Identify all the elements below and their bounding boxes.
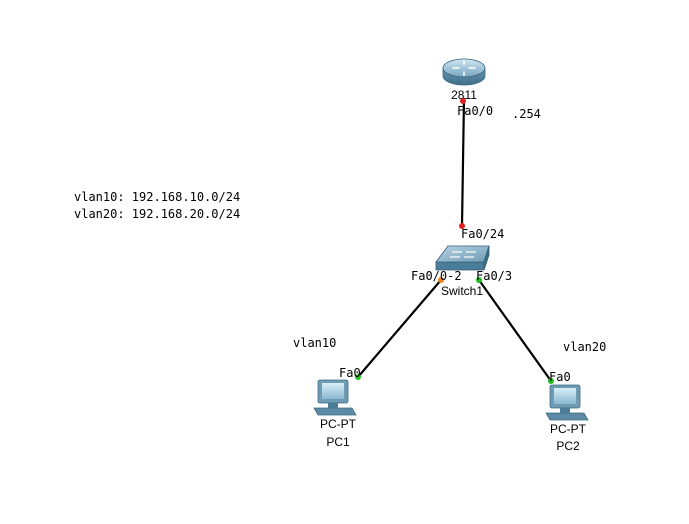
switch-left-port-label: Fa0/0-2 — [411, 269, 462, 283]
port-dot-pc2-fa0 — [548, 378, 554, 384]
router-icon[interactable] — [442, 58, 486, 86]
vlan20-subnet-note: vlan20: 192.168.20.0/24 — [74, 207, 240, 221]
router-port-label: Fa0/0 — [457, 104, 493, 118]
pc1-vlan-label: vlan10 — [293, 336, 336, 350]
pc2-name-label: PC2 — [556, 439, 580, 453]
pc1-port-label: Fa0 — [339, 366, 361, 380]
pc1-icon[interactable] — [313, 379, 357, 416]
switch-name-label: Switch1 — [441, 284, 483, 298]
router-ip-label: .254 — [512, 107, 541, 121]
port-dot-pc1-fa0 — [355, 374, 361, 380]
pc2-vlan-label: vlan20 — [563, 340, 606, 354]
pc1-name-label: PC1 — [326, 435, 350, 449]
pc2-icon[interactable] — [545, 384, 589, 421]
port-dot-router-fa0-0 — [460, 98, 466, 104]
pc2-model-label: PC-PT — [550, 422, 587, 436]
router-model-label: 2811 — [451, 88, 477, 102]
port-dot-switch-fa0-24 — [459, 223, 465, 229]
switch-uplink-port-label: Fa0/24 — [461, 227, 504, 241]
pc2-port-label: Fa0 — [549, 370, 571, 384]
link-switch-pc1[interactable] — [357, 279, 442, 378]
switch-right-port-label: Fa0/3 — [476, 269, 512, 283]
pc1-model-label: PC-PT — [320, 417, 357, 431]
port-dot-switch-left — [438, 277, 444, 283]
switch-icon[interactable] — [435, 245, 490, 271]
link-switch-pc2[interactable] — [478, 279, 552, 382]
port-dot-switch-fa0-3 — [476, 277, 482, 283]
vlan10-subnet-note: vlan10: 192.168.10.0/24 — [74, 190, 240, 204]
link-router-switch[interactable] — [460, 97, 466, 227]
